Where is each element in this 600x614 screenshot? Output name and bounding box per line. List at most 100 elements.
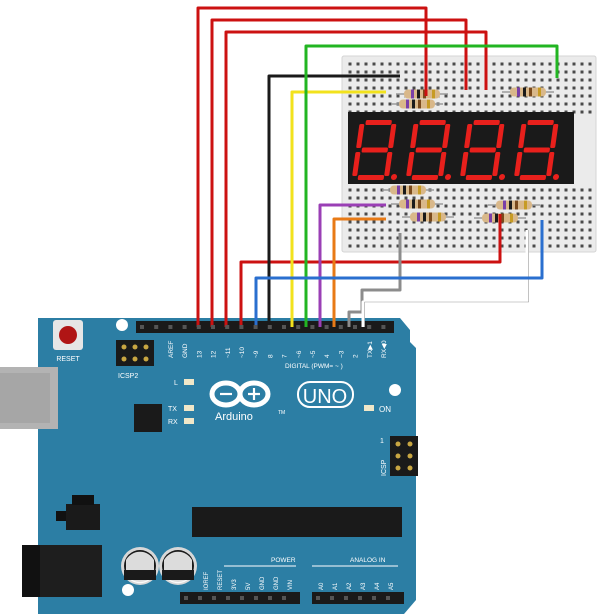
- breadboard-hole: [532, 228, 536, 232]
- breadboard-hole: [588, 62, 592, 66]
- seven-segment-display: [348, 112, 574, 184]
- breadboard-hole: [540, 196, 544, 200]
- breadboard-hole: [444, 228, 448, 232]
- segment: [406, 152, 415, 176]
- icsp-label: ICSP: [381, 459, 388, 476]
- breadboard-hole: [508, 70, 512, 74]
- breadboard-hole: [428, 62, 432, 66]
- pin-label: GND: [182, 343, 189, 358]
- header-socket[interactable]: [211, 325, 215, 329]
- wire-purple-pin5: [318, 203, 386, 327]
- header-socket[interactable]: [182, 325, 187, 329]
- breadboard-hole: [564, 244, 568, 248]
- header-socket[interactable]: [358, 596, 362, 600]
- breadboard-hole: [492, 188, 496, 192]
- breadboard-hole: [476, 94, 480, 98]
- segment: [442, 124, 451, 148]
- header-socket[interactable]: [196, 325, 201, 329]
- breadboard-hole: [548, 196, 552, 200]
- header-socket[interactable]: [316, 596, 320, 600]
- breadboard-hole: [444, 244, 448, 248]
- breadboard-hole: [580, 86, 584, 90]
- header-socket[interactable]: [154, 325, 159, 329]
- header-socket[interactable]: [372, 596, 376, 600]
- breadboard-hole: [508, 86, 512, 90]
- breadboard-hole: [500, 70, 504, 74]
- header-socket[interactable]: [198, 596, 202, 600]
- header-socket[interactable]: [140, 325, 144, 329]
- breadboard-hole: [492, 70, 496, 74]
- pin-label: RX◀0: [381, 340, 388, 358]
- breadboard-hole: [556, 94, 560, 98]
- breadboard-hole: [580, 102, 584, 106]
- breadboard-hole: [452, 212, 456, 216]
- breadboard-hole: [476, 236, 480, 240]
- header-socket[interactable]: [330, 596, 334, 600]
- breadboard-hole: [588, 220, 592, 224]
- tm-label: TM: [278, 410, 285, 416]
- header-socket[interactable]: [268, 596, 272, 600]
- header-socket[interactable]: [310, 325, 315, 329]
- breadboard-hole: [476, 70, 480, 74]
- header-socket[interactable]: [225, 325, 230, 329]
- header-socket[interactable]: [344, 596, 348, 600]
- breadboard-hole: [572, 188, 576, 192]
- pin-label: IOREF: [204, 571, 210, 590]
- breadboard-hole: [380, 70, 384, 74]
- breadboard-hole: [388, 62, 392, 66]
- breadboard-hole: [444, 188, 448, 192]
- breadboard-hole: [444, 70, 448, 74]
- segment: [550, 124, 559, 148]
- breadboard-hole: [548, 86, 552, 90]
- header-socket[interactable]: [386, 596, 390, 600]
- breadboard-hole: [580, 236, 584, 240]
- breadboard-hole: [428, 78, 432, 82]
- breadboard-hole: [436, 62, 440, 66]
- header-socket[interactable]: [282, 596, 286, 600]
- header-socket[interactable]: [367, 325, 372, 329]
- led-l: [184, 379, 194, 385]
- header-socket[interactable]: [240, 596, 244, 600]
- header-socket[interactable]: [282, 325, 286, 329]
- header-socket[interactable]: [338, 325, 343, 329]
- breadboard-hole: [372, 228, 376, 232]
- breadboard-hole: [460, 204, 464, 208]
- breadboard-hole: [364, 86, 368, 90]
- breadboard-hole: [428, 70, 432, 74]
- breadboard-hole: [508, 196, 512, 200]
- breadboard-hole: [500, 228, 504, 232]
- breadboard-hole: [444, 236, 448, 240]
- breadboard-hole: [372, 236, 376, 240]
- header-socket[interactable]: [168, 325, 173, 329]
- header-socket[interactable]: [184, 596, 188, 600]
- header-socket[interactable]: [353, 325, 357, 329]
- breadboard-hole: [540, 188, 544, 192]
- header-socket[interactable]: [381, 325, 386, 329]
- pin-label: TX▶1: [367, 341, 374, 358]
- breadboard-hole: [372, 220, 376, 224]
- breadboard-hole: [588, 70, 592, 74]
- breadboard-hole: [388, 94, 392, 98]
- breadboard-hole: [420, 196, 424, 200]
- header-socket[interactable]: [226, 596, 230, 600]
- breadboard-hole: [428, 220, 432, 224]
- breadboard-hole: [468, 220, 472, 224]
- breadboard-hole: [412, 244, 416, 248]
- header-socket[interactable]: [239, 325, 244, 329]
- mounting-hole: [389, 384, 401, 396]
- pin-label: A2: [347, 582, 353, 590]
- breadboard-hole: [548, 204, 552, 208]
- wire-blue-pin9: [254, 220, 544, 327]
- breadboard-hole: [428, 196, 432, 200]
- header-socket[interactable]: [254, 596, 258, 600]
- pin-label: ~10: [239, 347, 246, 358]
- breadboard-hole: [356, 236, 360, 240]
- header-socket[interactable]: [296, 325, 301, 329]
- pin-label: A4: [375, 582, 381, 590]
- mounting-hole: [122, 584, 134, 596]
- header-socket[interactable]: [267, 325, 272, 329]
- header-socket[interactable]: [253, 325, 258, 329]
- header-socket[interactable]: [212, 596, 216, 600]
- header-socket[interactable]: [324, 325, 329, 329]
